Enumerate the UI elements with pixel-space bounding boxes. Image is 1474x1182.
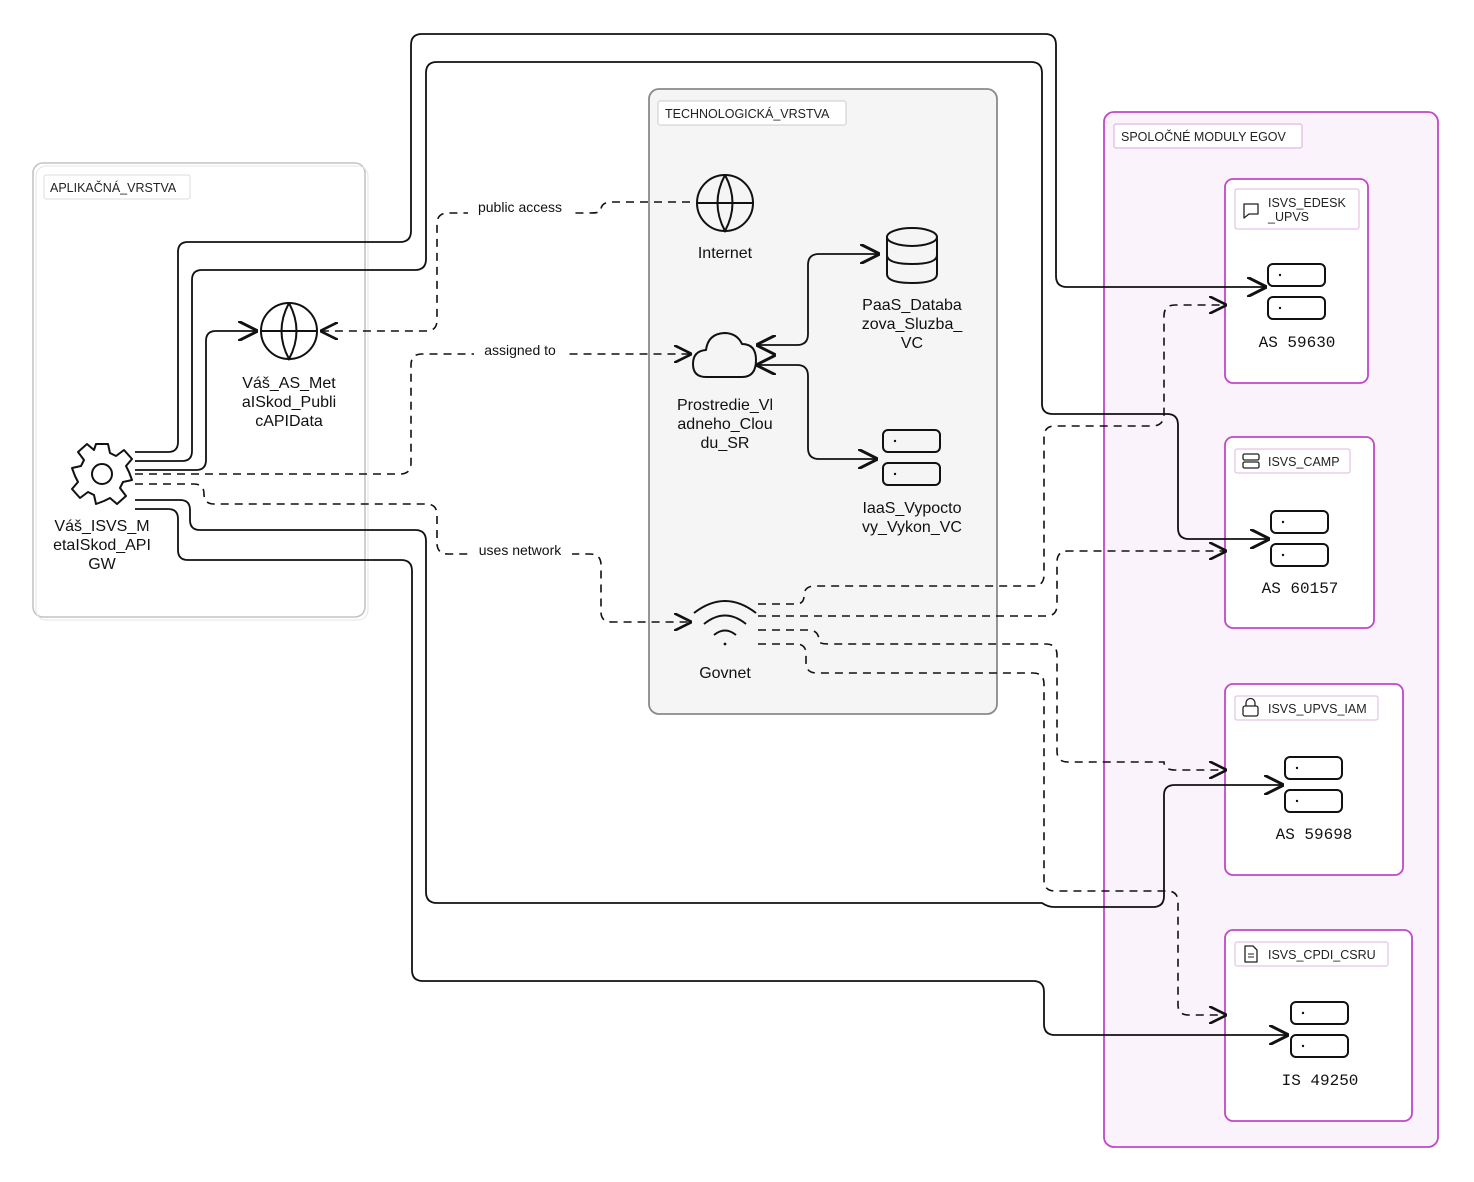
node-label-line: adneho_Clou <box>677 416 772 433</box>
egov-title: SPOLOČNÉ MODULY EGOV <box>1121 129 1287 144</box>
message-icon <box>1243 203 1259 219</box>
node-label-line: VC <box>901 335 923 352</box>
module-title-line: _UPVS <box>1267 210 1309 224</box>
database-icon <box>886 227 938 285</box>
node-label-line: IaaS_Vypocto <box>862 500 961 517</box>
api-gw-node[interactable]: Váš_ISVS_M etaISkod_API GW <box>53 443 151 573</box>
solid-connectors <box>135 33 1287 1035</box>
server-icon <box>1242 453 1260 469</box>
module-title-line: ISVS_UPVS_IAM <box>1268 702 1367 716</box>
cloud-node[interactable]: Prostredie_Vl adneho_Clou du_SR <box>677 332 773 452</box>
module-code: IS 49250 <box>1282 1072 1359 1090</box>
server-icon <box>882 429 941 486</box>
module-edesk[interactable]: ISVS_EDESK _UPVS AS 59630 <box>1224 178 1369 384</box>
module-title-line: ISVS_CPDI_CSRU <box>1268 948 1376 962</box>
app-layer-title: APLIKAČNÁ_VRSTVA <box>50 180 177 195</box>
internet-node[interactable]: Internet <box>696 174 754 262</box>
wifi-icon <box>693 600 757 646</box>
document-icon <box>1244 945 1258 963</box>
node-label-line: cAPIData <box>255 413 323 430</box>
node-label-line: du_SR <box>701 435 750 452</box>
node-label-line: zova_Sluzba_ <box>862 316 964 333</box>
iaas-node[interactable]: IaaS_Vypocto vy_Vykon_VC <box>862 429 962 536</box>
node-label-line: Govnet <box>699 665 751 682</box>
module-title-line: ISVS_CAMP <box>1268 455 1340 469</box>
node-label-line: GW <box>88 556 116 573</box>
node-label-line: Prostredie_Vl <box>677 397 773 414</box>
module-code: AS 60157 <box>1262 580 1339 598</box>
server-icon <box>1267 263 1326 320</box>
module-camp[interactable]: ISVS_CAMP AS 60157 <box>1224 436 1375 629</box>
public-api-node[interactable]: Váš_AS_Met aISkod_Publi cAPIData <box>242 302 336 430</box>
tech-layer-title: TECHNOLOGICKÁ_VRSTVA <box>665 106 830 121</box>
paas-node[interactable]: PaaS_Databa zova_Sluzba_ VC <box>862 227 964 352</box>
module-code: AS 59630 <box>1259 334 1336 352</box>
node-label-line: Internet <box>698 245 753 262</box>
edge-label-uses-network: uses network <box>468 540 572 560</box>
cloud-resource-links <box>758 254 878 459</box>
edge-label: public access <box>478 199 562 215</box>
govnet-node[interactable]: Govnet <box>693 600 757 682</box>
node-label-line: Váš_ISVS_M <box>54 518 149 535</box>
node-label-line: PaaS_Databa <box>862 297 962 314</box>
gear-icon <box>71 443 133 505</box>
node-label-line: Váš_AS_Met <box>242 375 336 392</box>
module-code: AS 59698 <box>1276 826 1353 844</box>
lock-icon <box>1242 697 1259 717</box>
module-iam[interactable]: ISVS_UPVS_IAM AS 59698 <box>1224 683 1404 876</box>
server-icon <box>1284 756 1343 813</box>
edge-label-assigned-to: assigned to <box>474 340 566 360</box>
server-icon <box>1290 1001 1349 1058</box>
cloud-icon <box>692 332 757 378</box>
node-label-line: etaISkod_API <box>53 537 151 554</box>
module-cpdi[interactable]: ISVS_CPDI_CSRU IS 49250 <box>1224 929 1413 1122</box>
node-label-line: aISkod_Publi <box>242 394 336 411</box>
edge-label-public-access: public access <box>468 197 572 217</box>
globe-icon <box>696 174 754 234</box>
edge-label: assigned to <box>484 342 556 358</box>
server-icon <box>1270 510 1329 567</box>
node-label-line: vy_Vykon_VC <box>862 519 962 536</box>
dashed-connectors <box>135 201 1225 1015</box>
module-title-line: ISVS_EDESK <box>1268 196 1346 210</box>
globe-icon <box>260 302 318 362</box>
edge-label: uses network <box>479 542 562 558</box>
